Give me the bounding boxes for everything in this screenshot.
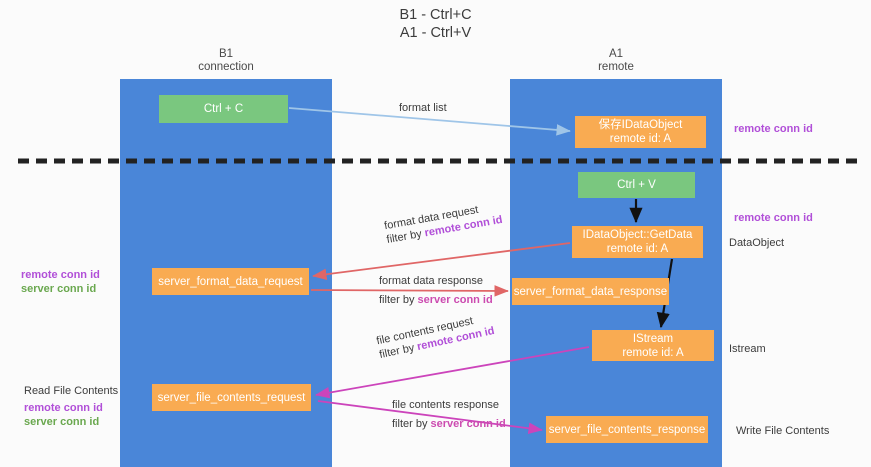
- edge-label-file-contents-response-line1: file contents response: [392, 399, 500, 411]
- filter-key-server-2: server conn id: [417, 294, 493, 306]
- filter-prefix-2: filter by: [379, 294, 418, 306]
- node-server-file-contents-response[interactable]: server_file_contents_response: [546, 416, 708, 443]
- column-header-a1: A1 remote: [598, 48, 634, 73]
- side-label-left-server-mid: server conn id: [21, 283, 97, 295]
- edge-label-file-contents-request: file contents request filter by remote c…: [375, 310, 496, 362]
- node-idataobject-getdata[interactable]: IDataObject::GetData remote id: A: [572, 226, 703, 258]
- side-label-write-file-contents: Write File Contents: [736, 425, 830, 437]
- node-server-file-contents-request[interactable]: server_file_contents_request: [152, 384, 311, 411]
- node-server-format-data-response[interactable]: server_format_data_response: [512, 278, 669, 305]
- page-title: B1 - Ctrl+C A1 - Ctrl+V: [399, 7, 472, 41]
- edge-label-format-data-response-filter: filter by server conn id: [379, 293, 493, 307]
- column-header-b1: B1 connection: [198, 48, 254, 73]
- side-label-left-keys-mid: remote conn id server conn id: [21, 268, 100, 296]
- side-label-remote-conn-id-top: remote conn id: [734, 123, 813, 135]
- side-label-istream: Istream: [729, 343, 766, 355]
- filter-prefix-4: filter by: [392, 418, 431, 430]
- side-label-left-server-bottom: server conn id: [24, 416, 100, 428]
- node-save-idataobject[interactable]: 保存IDataObject remote id: A: [575, 116, 706, 148]
- node-istream[interactable]: IStream remote id: A: [592, 330, 714, 361]
- side-label-remote-conn-id-mid: remote conn id: [734, 212, 813, 224]
- side-label-dataobject: DataObject: [729, 237, 785, 249]
- node-ctrl-v[interactable]: Ctrl + V: [578, 172, 695, 198]
- node-ctrl-c[interactable]: Ctrl + C: [159, 95, 288, 123]
- edge-label-file-contents-response: file contents response filter by server …: [392, 398, 506, 431]
- edge-label-file-contents-response-filter: filter by server conn id: [392, 417, 506, 431]
- side-label-left-keys-bottom: remote conn id server conn id: [24, 401, 103, 429]
- edge-label-format-data-response: format data response filter by server co…: [379, 274, 493, 307]
- edge-label-format-data-response-line1: format data response: [379, 275, 483, 287]
- node-server-format-data-request[interactable]: server_format_data_request: [152, 268, 309, 295]
- filter-key-server-4: server conn id: [430, 418, 506, 430]
- side-label-read-file-contents: Read File Contents: [24, 385, 119, 397]
- edge-label-format-data-request: format data request filter by remote con…: [383, 199, 503, 247]
- edge-label-format-list: format list: [399, 102, 447, 114]
- side-label-left-remote-mid: remote conn id: [21, 269, 100, 281]
- side-label-left-remote-bottom: remote conn id: [24, 402, 103, 414]
